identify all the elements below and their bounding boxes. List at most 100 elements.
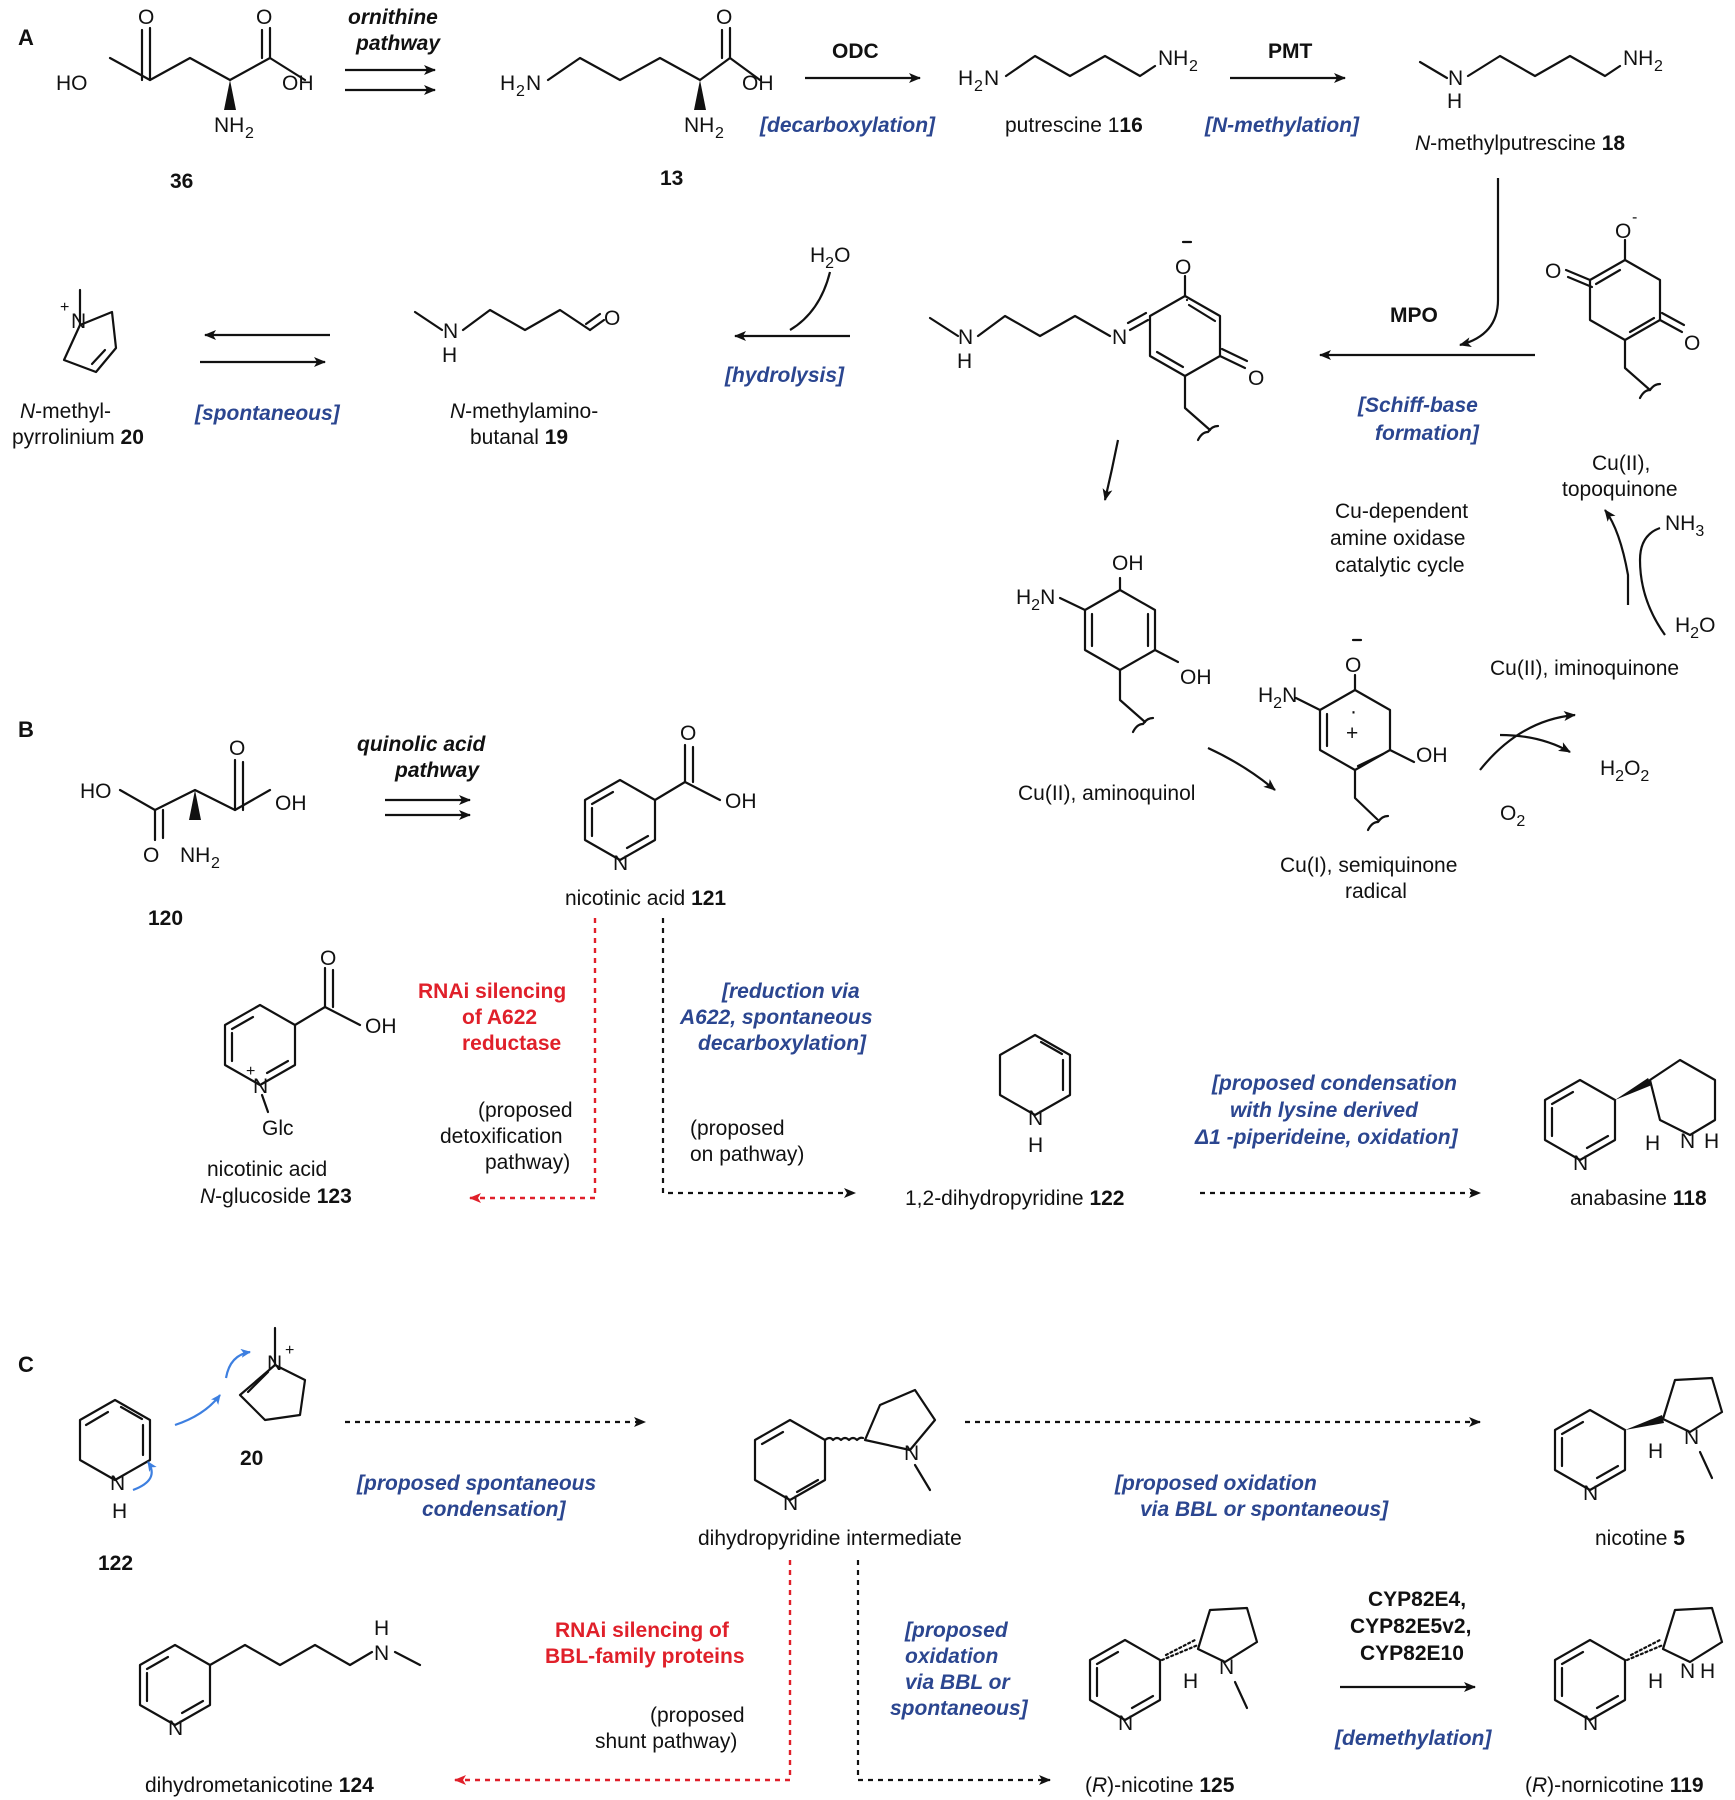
svg-text:N: N xyxy=(526,72,541,95)
svg-text:N: N xyxy=(71,310,86,333)
svg-text:N: N xyxy=(1219,1656,1234,1679)
nicotine-name: nicotine 5 xyxy=(1595,1527,1685,1550)
rnai-a622-2: of A622 xyxy=(462,1006,537,1029)
glucoside-structure: N + Glc O OH xyxy=(223,947,397,1140)
svg-text:2: 2 xyxy=(1189,58,1198,75)
reduction-branch-arrow xyxy=(661,918,856,1198)
svg-text:-: - xyxy=(1632,209,1637,226)
nicotine-structure: N N H xyxy=(1553,1376,1724,1505)
dhp-intermediate-structure: N N xyxy=(753,1388,937,1515)
mpo-entry-arrow xyxy=(1459,178,1500,348)
n-methylaminobutanal-name-2: butanal 19 xyxy=(470,426,568,449)
compound-120-label: 120 xyxy=(148,907,183,930)
cyp-enzyme-3: CYP82E10 xyxy=(1360,1642,1464,1665)
quinolic-pathway-label-2: pathway xyxy=(394,759,480,782)
svg-text:O: O xyxy=(1545,260,1561,283)
semiquinone-arrow xyxy=(1207,747,1276,791)
mpo-enzyme: MPO xyxy=(1390,304,1438,327)
r-nornicotine-name: (R)-nornicotine 119 xyxy=(1525,1774,1704,1797)
svg-text:N: N xyxy=(1583,1712,1598,1735)
iminoquinone-up-arrow xyxy=(1604,509,1630,605)
cu-iminoquinone: Cu(II), iminoquinone xyxy=(1490,657,1679,680)
svg-text:N: N xyxy=(904,1442,919,1465)
oxidation2-label-1: [proposed xyxy=(904,1619,1009,1642)
spontaneous-label: [spontaneous] xyxy=(194,402,341,425)
svg-text:OH: OH xyxy=(725,790,757,813)
n-methylpyrrolinium-name-2: pyrrolinium 20 xyxy=(12,426,144,449)
odc-enzyme: ODC xyxy=(832,40,879,63)
svg-text:+: + xyxy=(285,1342,294,1359)
svg-text:+: + xyxy=(246,1063,255,1080)
catalytic-cycle-2: amine oxidase xyxy=(1330,527,1465,550)
aminoquinol-arrow xyxy=(1102,439,1120,501)
schiff-base-label-1: [Schiff-base xyxy=(1357,394,1478,417)
svg-text:H: H xyxy=(957,350,972,373)
condensation-label-1: [proposed condensation xyxy=(1211,1072,1457,1095)
svg-text:N: N xyxy=(1028,1107,1043,1130)
section-label-a: A xyxy=(18,25,34,50)
svg-text:+: + xyxy=(1346,722,1358,745)
ornithine-pathway-label-2: pathway xyxy=(355,32,441,55)
peroxide-arrow xyxy=(1499,733,1571,753)
schiff-base-structure: N H N O O xyxy=(928,240,1264,442)
svg-text:OH: OH xyxy=(1112,552,1144,575)
n-methylaminobutanal-name-1: N-methylamino- xyxy=(450,400,598,423)
hydrolysis-water-curve xyxy=(789,271,832,331)
svg-text:HO: HO xyxy=(56,72,88,95)
cu-topoquinone-1: Cu(II), xyxy=(1592,452,1650,475)
oxidation2-label-4: spontaneous] xyxy=(890,1697,1029,1720)
compound-36-label: 36 xyxy=(170,170,193,193)
nicotinic-acid-name: nicotinic acid 121 xyxy=(565,887,726,910)
anabasine-name: anabasine 118 xyxy=(1570,1187,1707,1210)
svg-text:H2N: H2N xyxy=(1258,684,1297,712)
svg-text:N: N xyxy=(1680,1130,1695,1153)
svg-text:NH: NH xyxy=(684,114,714,137)
oxygen-label: O2 xyxy=(1500,802,1525,830)
svg-text:N: N xyxy=(984,67,999,90)
n-methylaminobutanal-structure: N H O xyxy=(413,307,620,367)
cyp-enzyme-2: CYP82E5v2, xyxy=(1350,1615,1471,1638)
svg-text:OH: OH xyxy=(275,792,307,815)
svg-text:O: O xyxy=(320,947,336,970)
ammonia-release-curve xyxy=(1638,526,1666,636)
dhp-intermediate-name: dihydropyridine intermediate xyxy=(698,1527,962,1550)
svg-text:2: 2 xyxy=(516,83,525,100)
oxidation-label-2: via BBL or spontaneous] xyxy=(1140,1498,1389,1521)
glc-label: Glc xyxy=(262,1117,294,1140)
anabasine-structure: N N H H xyxy=(1543,1058,1719,1175)
svg-text:2: 2 xyxy=(211,855,220,872)
svg-text:N: N xyxy=(1680,1660,1695,1683)
schiff-base-label-2: formation] xyxy=(1375,422,1480,445)
nicotinic-acid-structure: N O OH xyxy=(583,722,757,875)
rnai-a622-3: reductase xyxy=(462,1032,561,1055)
svg-text:O: O xyxy=(1345,654,1361,677)
svg-text:H: H xyxy=(374,1617,389,1640)
electron-push-arrow-2 xyxy=(132,1461,157,1492)
r-nicotine-name: (R)-nicotine 125 xyxy=(1085,1774,1235,1797)
svg-text:H: H xyxy=(500,72,515,95)
n-methylpyrrolinium-name-1: N-methyl- xyxy=(20,400,111,423)
peroxide-label: H2O2 xyxy=(1600,757,1649,785)
svg-text:N: N xyxy=(958,326,973,349)
pmt-enzyme: PMT xyxy=(1268,40,1313,63)
svg-text:OH: OH xyxy=(282,72,314,95)
compound-122-label: 122 xyxy=(98,1552,133,1575)
shunt-branch-arrow xyxy=(454,1560,792,1785)
svg-text:OH: OH xyxy=(365,1015,397,1038)
dhp-122-structure: N H xyxy=(78,1398,152,1523)
svg-text:+: + xyxy=(60,299,69,316)
detox-note-3: pathway) xyxy=(485,1151,570,1174)
svg-text:H: H xyxy=(1447,90,1462,113)
putrescine-name: putrescine 116 xyxy=(1005,114,1143,137)
cu-topoquinone-2: topoquinone xyxy=(1562,478,1678,501)
svg-text:N: N xyxy=(613,852,628,875)
svg-text:H: H xyxy=(1645,1132,1660,1155)
n-methylpyrrolinium-structure: N + xyxy=(60,288,118,374)
svg-text:2: 2 xyxy=(245,125,254,142)
svg-text:O: O xyxy=(256,6,272,29)
section-label-c: C xyxy=(18,1352,34,1377)
cu-semiquinone-2: radical xyxy=(1345,880,1407,903)
demethylation-label: [demethylation] xyxy=(1334,1727,1492,1750)
